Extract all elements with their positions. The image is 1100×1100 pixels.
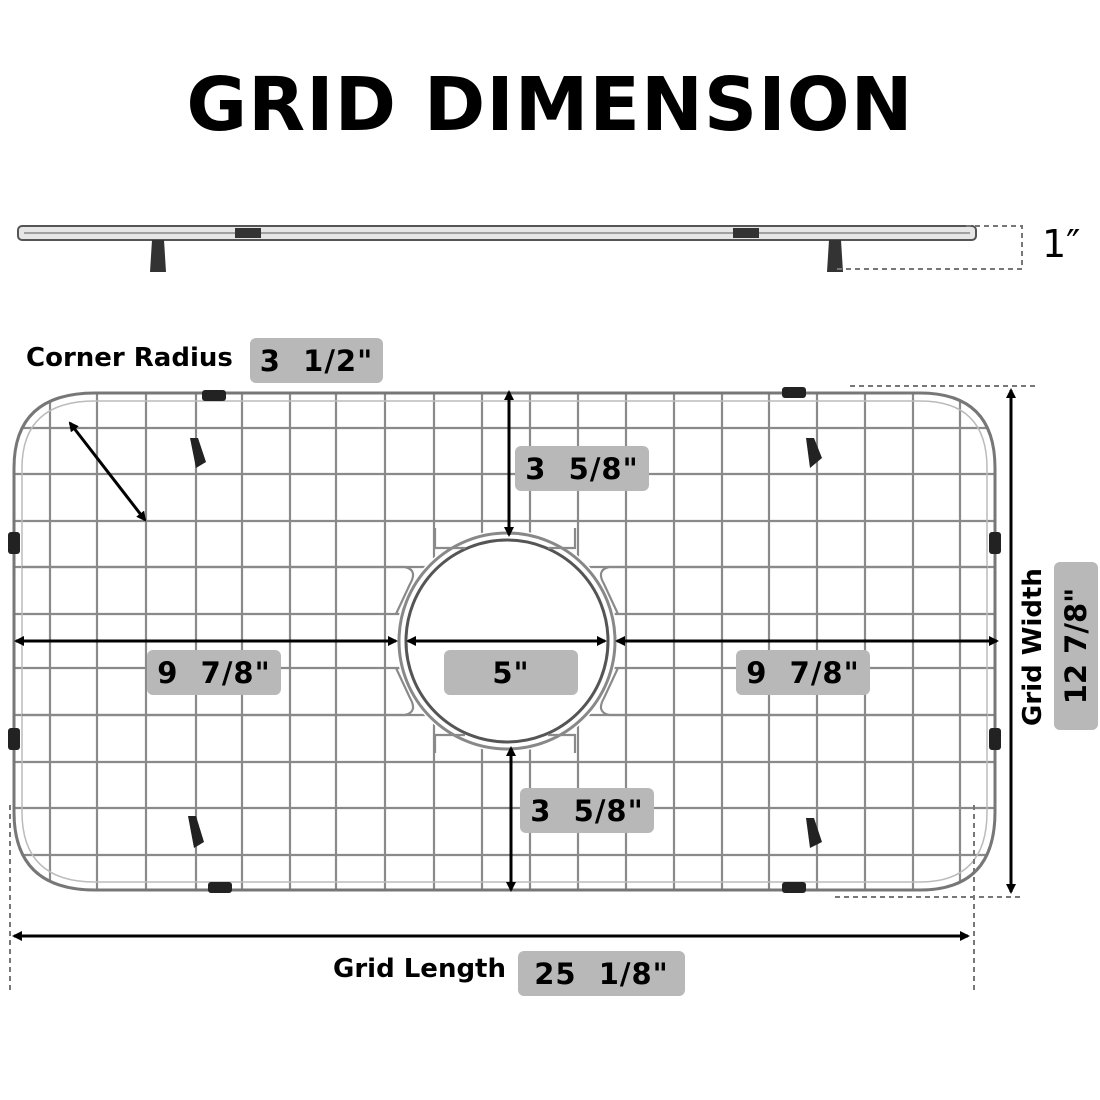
- grid-length-label: Grid Length: [333, 954, 506, 984]
- foot-icon: [190, 438, 206, 468]
- side-view: [17, 225, 1023, 272]
- bumper-icon: [989, 728, 1001, 750]
- corner-radius-arrow: [68, 421, 147, 522]
- drain-diameter-value: 5": [444, 650, 578, 695]
- bumper-icon: [782, 387, 806, 398]
- grid-length-value: 25 1/8": [518, 951, 685, 996]
- foot-icon: [188, 816, 204, 848]
- foot-icon: [806, 818, 822, 848]
- right-span-value: 9 7/8": [736, 650, 870, 695]
- page-title: GRID DIMENSION: [186, 62, 914, 148]
- top-gap-value: 3 5/8": [515, 446, 649, 491]
- corner-radius-label: Corner Radius: [26, 343, 233, 373]
- bumper-icon: [989, 532, 1001, 554]
- grid-width-label: Grid Width: [1018, 568, 1048, 726]
- grid-width-badge: [1054, 562, 1098, 730]
- grid-width-value: 12 7/8": [1059, 587, 1093, 705]
- foot-right-icon: [827, 240, 843, 272]
- bottom-gap-value: 3 5/8": [520, 788, 654, 833]
- left-span-value: 9 7/8": [147, 650, 281, 695]
- foot-icon: [806, 438, 822, 468]
- bumper-icon: [208, 882, 232, 893]
- bumper-icon: [782, 882, 806, 893]
- dimension-lines: [12, 388, 1016, 941]
- side-height-value: 1″: [1042, 222, 1081, 266]
- bumper-icon: [202, 390, 226, 401]
- bumper-icon: [8, 728, 20, 750]
- bumper-icon: [8, 532, 20, 554]
- corner-radius-value: 3 1/2": [250, 338, 383, 383]
- foot-left-icon: [150, 240, 166, 272]
